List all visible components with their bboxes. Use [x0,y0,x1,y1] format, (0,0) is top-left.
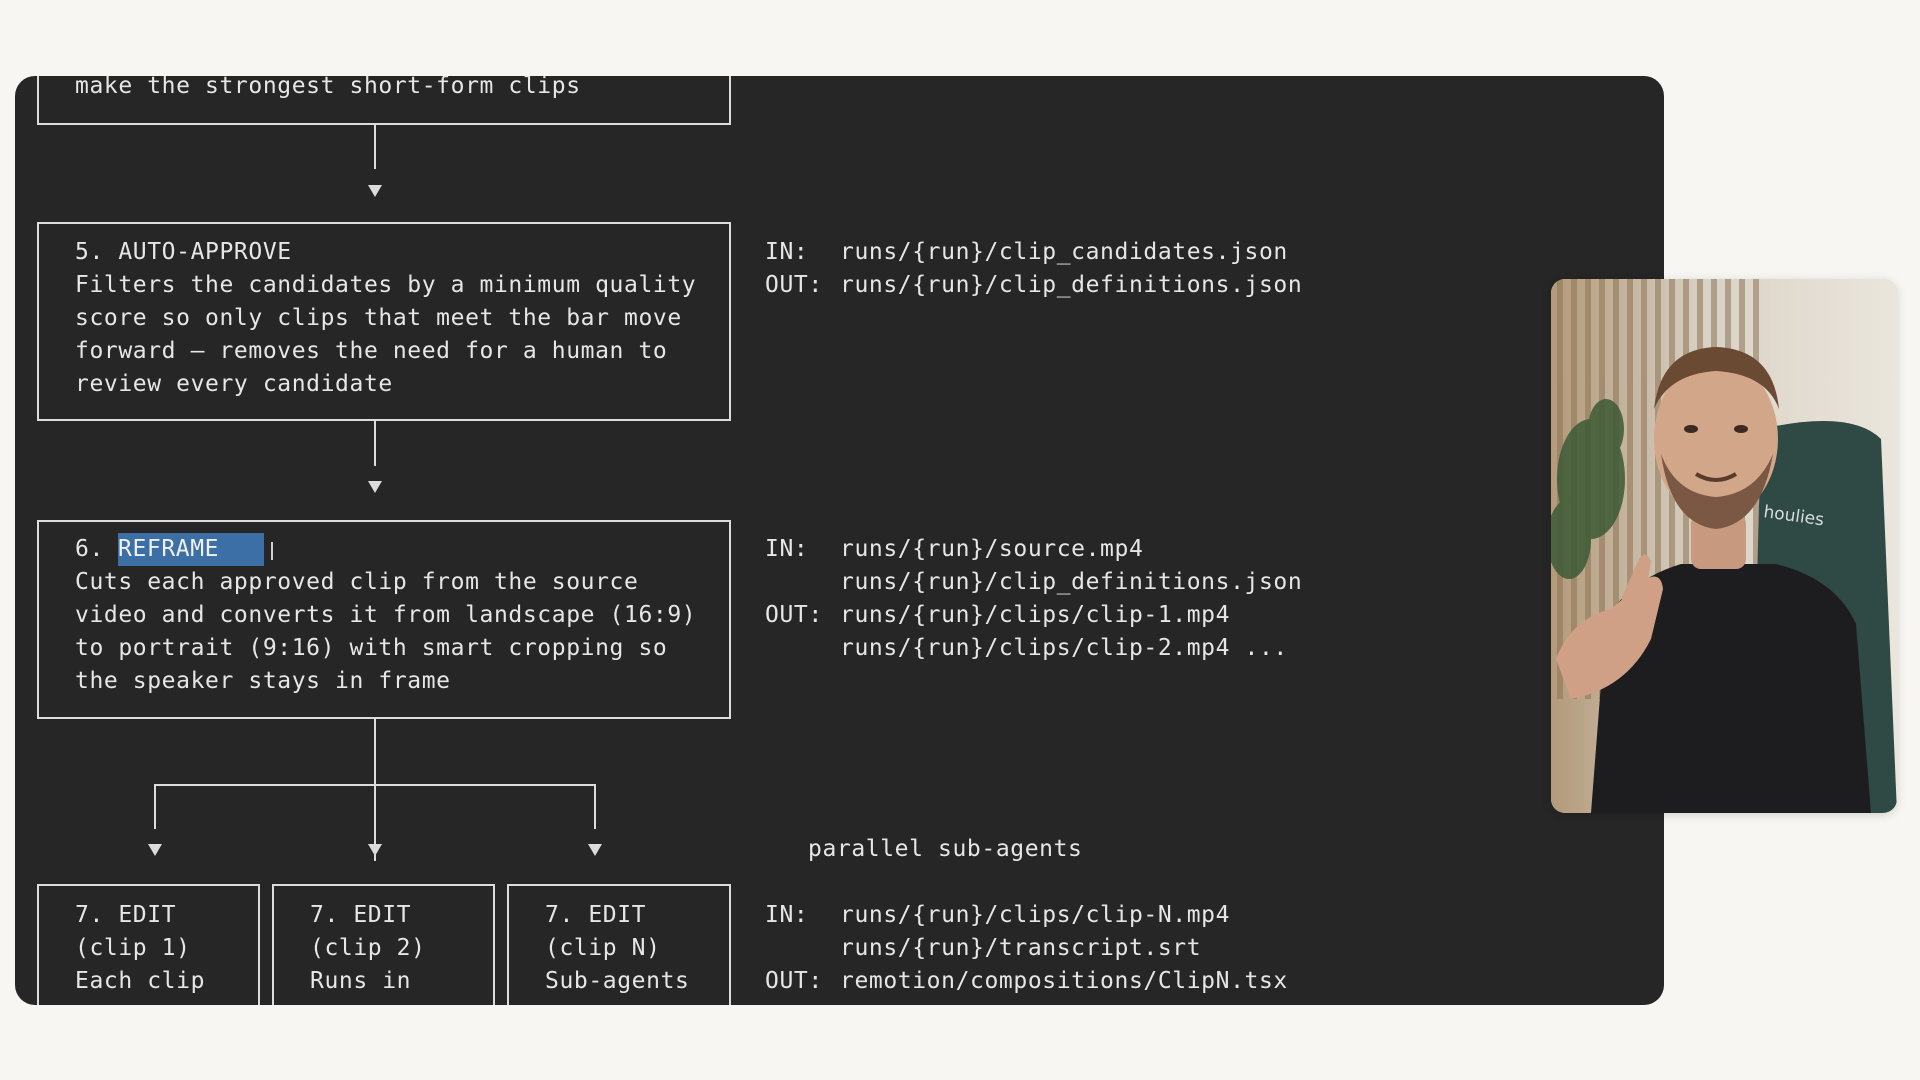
step-7-box-1-line-2: (clip 1) [75,935,191,961]
step-6-io-path-4: runs/{run}/clips/clip-2.mp4 ... [840,635,1288,661]
step-5-line-4: review every candidate [75,371,393,397]
arrow-down-icon [368,844,382,856]
step-7-io-path-3: remotion/compositions/ClipN.tsx [840,968,1288,994]
step-7-io-label-in: IN: [765,902,809,928]
arrow-down-icon [148,844,162,856]
webcam-overlay: houlies [1551,279,1897,813]
step-7-box-2-line-3: Runs in [310,968,412,994]
plant [1551,399,1625,579]
step-7-box-2-line-2: (clip 2) [310,935,426,961]
terminal-window[interactable]: make the strongest short-form clips 5. A… [15,76,1664,1005]
connector-6-right [594,784,596,829]
step-7-box-3-line-3: Sub-agents [545,968,690,994]
step-5-line-3: forward — removes the need for a human t… [75,338,668,364]
step-6-number: 6. [75,536,104,562]
step-5-io-label-out: OUT: [765,272,823,298]
step-5-box [37,222,731,421]
arrow-down-icon [368,481,382,493]
step-6-io-label-out: OUT: [765,602,823,628]
step-6-io-path-3: runs/{run}/clips/clip-1.mp4 [840,602,1231,628]
step-6-line-3: to portrait (9:16) with smart cropping s… [75,635,668,661]
person-hands [1556,576,1663,699]
arrow-down-icon [588,844,602,856]
step-6-io-label-in: IN: [765,536,809,562]
step-7-box-2 [272,884,495,1005]
presenter-video-frame: houlies [1551,279,1897,813]
step-4-text: make the strongest short-form clips [75,76,581,99]
step-7-box-2-line-1: 7. EDIT [310,902,412,928]
step-6-line-4: the speaker stays in frame [75,668,451,694]
connector-6-branch [154,784,596,786]
connector-5-6 [374,421,376,466]
text-cursor-icon [271,542,273,560]
connector-6-left [154,784,156,829]
step-7-box-1-line-3: Each clip [75,968,206,994]
step-7-io-path-2: runs/{run}/transcript.srt [840,935,1202,961]
connector-4-5 [374,125,376,169]
step-6-box [37,520,731,719]
step-6-io-path-1: runs/{run}/source.mp4 [840,536,1144,562]
person-torso [1591,564,1871,813]
step-7-box-3-line-1: 7. EDIT [545,902,647,928]
step-6-line-1: Cuts each approved clip from the source [75,569,639,595]
step-7-box-3 [507,884,731,1005]
step-6-io-path-2: runs/{run}/clip_definitions.json [840,569,1303,595]
step-7-box-1-line-1: 7. EDIT [75,902,177,928]
step-5-line-2: score so only clips that meet the bar mo… [75,305,682,331]
step-5-io-path-out: runs/{run}/clip_definitions.json [840,272,1303,298]
step-5-line-1: Filters the candidates by a minimum qual… [75,272,697,298]
step-6-line-2: video and converts it from landscape (16… [75,602,697,628]
step-6-title-selected[interactable]: REFRAME [118,533,264,566]
step-6-title: REFRAME [118,536,220,562]
step-7-box-3-line-2: (clip N) [545,935,661,961]
step-5-io-path-in: runs/{run}/clip_candidates.json [840,239,1288,265]
connector-6-trunk [374,719,376,861]
step-5-title: 5. AUTO-APPROVE [75,239,292,265]
step-5-io-label-in: IN: [765,239,809,265]
arrow-down-icon [368,185,382,197]
parallel-label: parallel sub-agents [808,836,1083,862]
step-7-box-1 [37,884,260,1005]
step-4-box [37,76,731,125]
step-7-io-path-1: runs/{run}/clips/clip-N.mp4 [840,902,1231,928]
person-head [1654,359,1778,519]
step-7-io-label-out: OUT: [765,968,823,994]
